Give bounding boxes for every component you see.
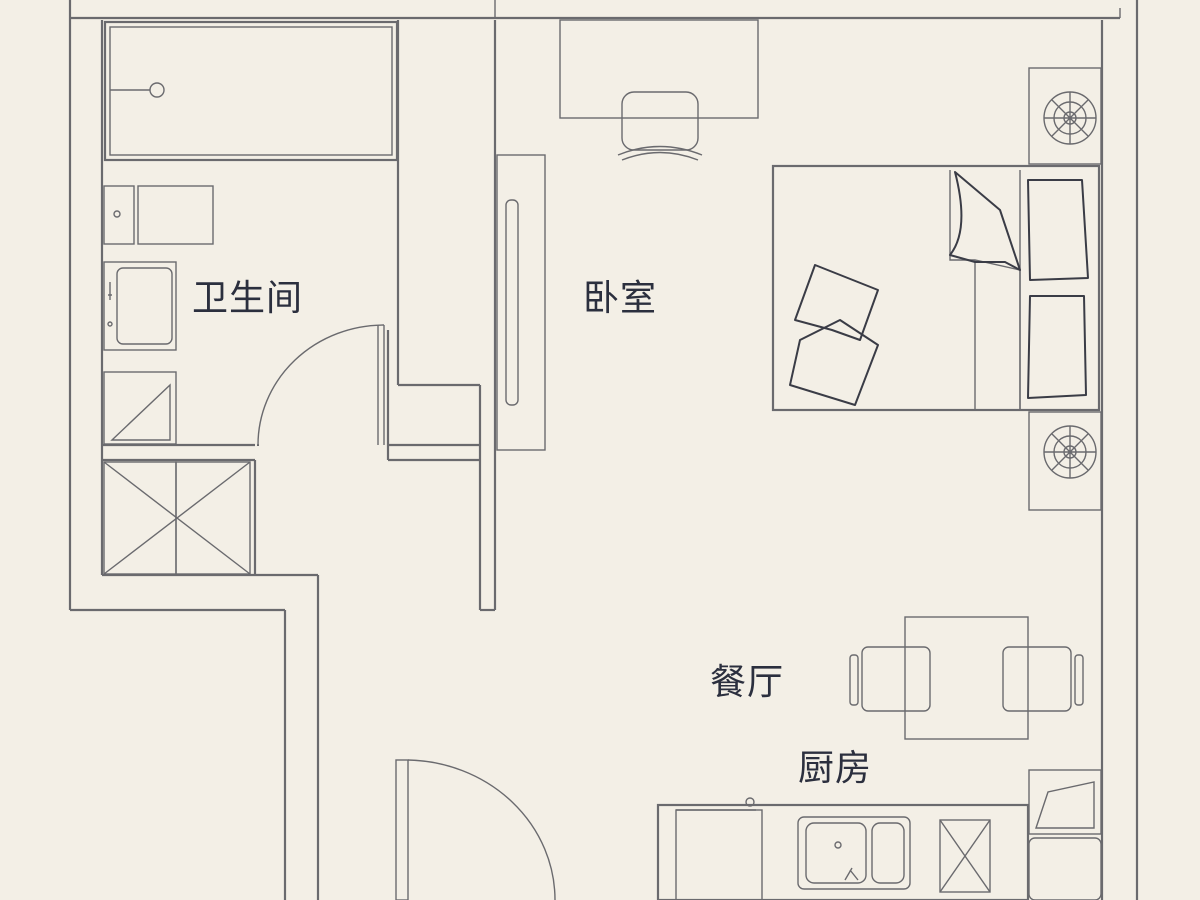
tv-cabinet	[496, 154, 546, 451]
nightstand-bottom	[1028, 411, 1102, 511]
bedroom-label: 卧室	[583, 278, 657, 319]
double-bed	[771, 164, 1101, 412]
nightstand-top	[1028, 67, 1102, 165]
bathroom-door[interactable]	[257, 324, 385, 446]
bathroom-label: 卫生间	[192, 278, 303, 319]
kitchen-label: 厨房	[798, 748, 872, 789]
dining-table	[904, 616, 1029, 740]
outer-walls	[68, 0, 1139, 900]
shower-cabinet	[103, 371, 177, 445]
kitchen-sink	[797, 816, 911, 890]
chair	[617, 91, 703, 161]
kitchen-cabinet	[1028, 769, 1102, 900]
vent-shaft	[103, 461, 251, 575]
stove	[939, 819, 991, 893]
toilet	[103, 185, 214, 245]
bathtub	[103, 20, 399, 162]
kitchen-counter	[656, 797, 1030, 900]
washbasin	[103, 261, 177, 351]
interior-walls	[102, 20, 497, 612]
entry-door[interactable]	[395, 759, 556, 900]
desk	[559, 19, 759, 119]
dining-label: 餐厅	[710, 662, 784, 703]
dining-chair-right	[1002, 646, 1084, 712]
dining-chair-left	[849, 646, 931, 712]
